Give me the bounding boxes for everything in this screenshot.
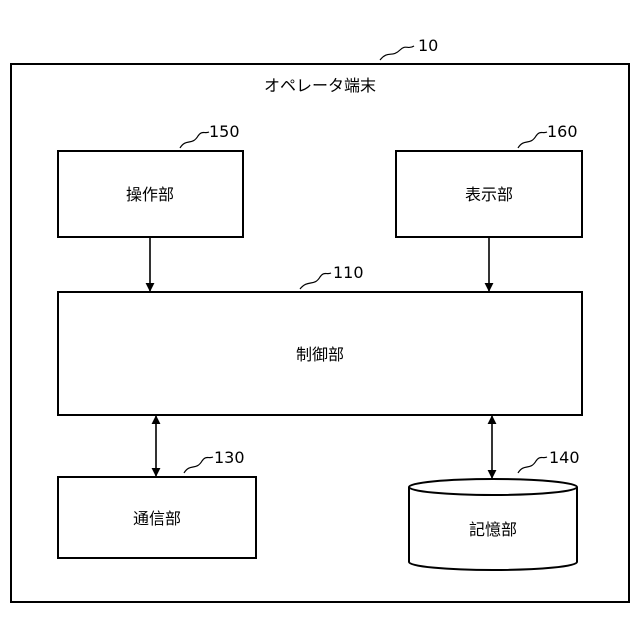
operation-unit-label: 操作部 [126, 185, 174, 204]
control-unit-ref: 110 [333, 263, 364, 282]
terminal-ref-leader [380, 46, 414, 60]
communication-unit-label: 通信部 [133, 509, 181, 528]
terminal-title: オペレータ端末 [264, 76, 376, 95]
control-unit-label: 制御部 [296, 345, 344, 364]
storage-unit-label: 記憶部 [469, 520, 517, 539]
operation-unit-ref: 150 [209, 122, 240, 141]
display-unit-label: 表示部 [465, 185, 513, 204]
communication-unit-ref: 130 [214, 448, 245, 467]
display-unit-ref: 160 [547, 122, 578, 141]
storage-unit-ref: 140 [549, 448, 580, 467]
terminal-ref: 10 [418, 36, 438, 55]
